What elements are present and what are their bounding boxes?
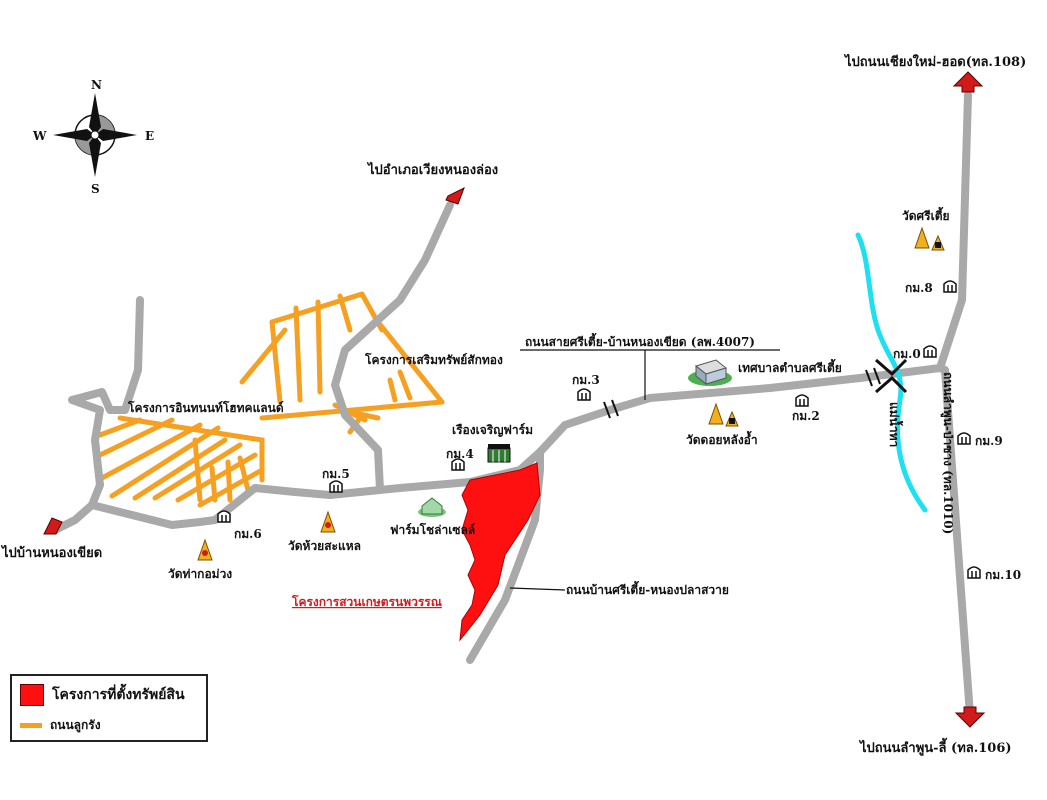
wat-huai-icon — [320, 510, 336, 533]
label-to-lamphun-li: ไปถนนลำพูน-ลี้ (ทล.106) — [858, 737, 1012, 756]
direction-arrows — [43, 71, 986, 728]
label-wat-tha-kom: วัดท่ากอม่วง — [168, 567, 232, 581]
km8-post-icon — [943, 280, 957, 293]
compass-n: N — [91, 78, 102, 92]
rueang-charoen-farm-icon — [487, 444, 511, 463]
km6-post-icon — [217, 510, 231, 523]
km5-post-icon — [329, 480, 343, 493]
legend-row-dirt-road: ถนนลูกรัง — [20, 716, 101, 735]
map-legend: โครงการที่ตั้งทรัพย์สิน ถนนลูกรัง — [10, 674, 208, 742]
label-river: แม่น้ำทา — [887, 402, 904, 447]
wat-tha-kom-icon — [197, 538, 213, 561]
legend-dirt-road-swatch — [20, 723, 42, 728]
label-km0: กม.0 — [893, 347, 921, 361]
label-km6: กม.6 — [234, 527, 262, 541]
label-wat-huai: วัดห้วยสะแหล — [288, 539, 361, 553]
solar-farm-icon — [418, 497, 446, 517]
legend-property-label: โครงการที่ตั้งทรัพย์สิน — [52, 687, 185, 703]
label-road-1010: ถนนลำพูน-ป่าซาง (ทล.1010) — [940, 372, 955, 534]
km3-post-icon — [577, 388, 591, 401]
bridge-marks — [603, 358, 908, 419]
label-km4: กม.4 — [446, 447, 474, 461]
label-wat-si-tia: วัดศรีเตี้ย — [902, 206, 950, 223]
label-farm-cholasel: ฟาร์มโชล่าเซลล์ — [390, 522, 475, 537]
label-km9: กม.9 — [975, 434, 1003, 448]
legend-property-swatch — [20, 684, 44, 706]
label-rueang-charoen: เรืองเจริญฟาร์ม — [452, 423, 533, 437]
label-road-4007: ถนนสายศรีเตี้ย-บ้านหนองเขียด (ลพ.4007) — [525, 332, 755, 349]
arrow-to-wiang-nong-long — [445, 186, 465, 205]
km9-post-icon — [957, 432, 971, 445]
municipality-building-icon — [688, 359, 732, 386]
arrow-to-lamphun-li — [954, 706, 986, 728]
wat-si-tia-icon — [914, 226, 945, 251]
label-km2: กม.2 — [792, 409, 820, 423]
km4-post-icon — [451, 458, 465, 471]
project-property-area — [459, 462, 541, 642]
main-roads — [51, 91, 974, 719]
pointer-lines — [509, 349, 780, 591]
label-km3: กม.3 — [572, 373, 600, 387]
compass-s: S — [91, 182, 100, 196]
km10-post-icon — [967, 566, 981, 579]
wat-doi-lang-icon — [708, 402, 739, 427]
label-sak-thong: โครงการเสริมทรัพย์สักทอง — [364, 352, 503, 367]
compass-e: E — [145, 129, 154, 143]
km2-post-icon — [795, 394, 809, 407]
label-km8: กม.8 — [905, 281, 933, 295]
map-labels: ไปถนนเชียงใหม่-ฮอด(ทล.108) ไปถนนลำพูน-ลี… — [0, 53, 1026, 756]
arrow-to-chiangmai-hot — [952, 71, 984, 93]
label-road-nong-pla: ถนนบ้านศรีเตี้ย-หนองปลาสวาย — [566, 580, 729, 597]
dirt-roads — [97, 291, 445, 508]
legend-dirt-road-label: ถนนลูกรัง — [50, 718, 101, 732]
compass-w: W — [32, 129, 47, 143]
label-inthanon: โครงการอินทนนท์โฮทคแลนด์ — [127, 400, 284, 415]
temple-icons — [197, 226, 945, 561]
label-km5: กม.5 — [322, 467, 350, 481]
label-wat-doi-lang: วัดดอยหลังอ้ำ — [686, 430, 758, 447]
compass-rose-icon: N S W E — [32, 78, 154, 196]
arrow-to-ban-nong-khiat — [43, 517, 63, 535]
legend-row-property: โครงการที่ตั้งทรัพย์สิน — [20, 684, 185, 706]
label-to-ban-nong-khiat: ไปบ้านหนองเขียด — [0, 544, 102, 561]
label-to-chiangmai-hot: ไปถนนเชียงใหม่-ฮอด(ทล.108) — [843, 53, 1026, 70]
label-to-wiang-nong-long: ไปอำเภอเวียงหนองล่อง — [366, 161, 498, 178]
label-project-name: โครงการสวนเกษตรนพวรรณ — [291, 594, 442, 609]
km-markers — [217, 280, 981, 579]
km0-post-icon — [923, 345, 937, 358]
label-municipality: เทศบาลตำบลศรีเตี้ย — [738, 358, 842, 375]
label-km10: กม.10 — [985, 568, 1021, 582]
